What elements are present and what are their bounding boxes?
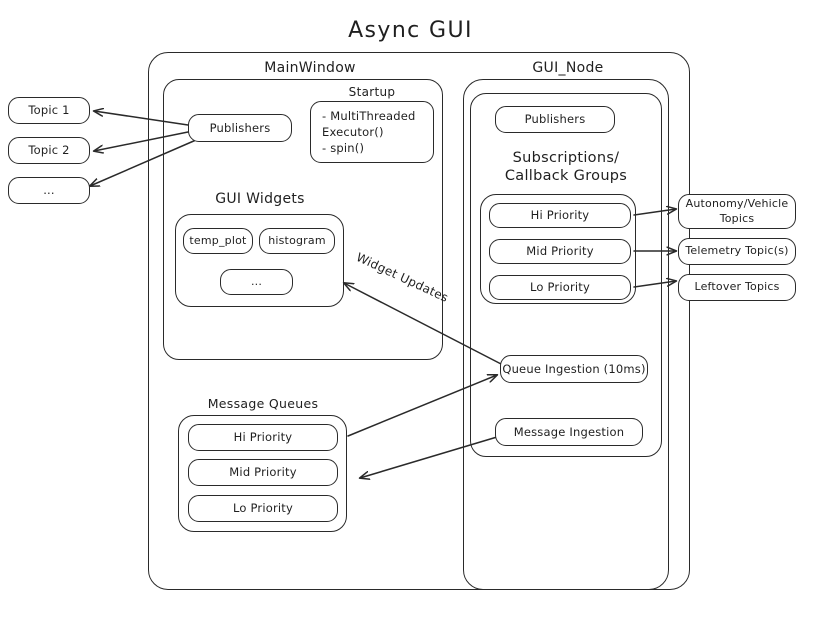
subscriptions-group <box>480 194 636 304</box>
queue-ingestion-label: Queue Ingestion (10ms) <box>502 361 646 376</box>
queue-ingestion-box[interactable]: Queue Ingestion (10ms) <box>500 355 648 383</box>
subscription-lo-priority-label: Lo Priority <box>529 280 591 295</box>
topic-box-more-label: ... <box>43 183 55 198</box>
topic-box-1[interactable]: Topic 1 <box>8 97 90 124</box>
message-queue-hi-priority-label: Hi Priority <box>233 430 293 445</box>
page-title: Async GUI <box>348 18 473 43</box>
sink-autonomy-vehicle-topics-label: Autonomy/Vehicle Topics <box>685 197 789 225</box>
main-window-publishers[interactable]: Publishers <box>188 114 292 142</box>
topic-box-more[interactable]: ... <box>8 177 90 204</box>
message-ingestion-label: Message Ingestion <box>513 424 625 439</box>
message-ingestion-box[interactable]: Message Ingestion <box>495 418 643 446</box>
startup-caption: Startup <box>348 85 396 99</box>
main-window-caption: MainWindow <box>264 60 356 76</box>
subscription-mid-priority-label: Mid Priority <box>526 244 594 259</box>
message-queues-caption: Message Queues <box>207 396 319 411</box>
gui-widgets-caption: GUI Widgets <box>215 191 305 207</box>
widget-histogram-label: histogram <box>268 233 326 247</box>
message-queue-lo-priority[interactable]: Lo Priority <box>188 495 338 522</box>
gui-node-publishers-label: Publishers <box>524 112 586 127</box>
subscription-mid-priority[interactable]: Mid Priority <box>489 239 631 264</box>
subscription-hi-priority[interactable]: Hi Priority <box>489 203 631 228</box>
message-queue-mid-priority-label: Mid Priority <box>229 465 297 480</box>
subscription-hi-priority-label: Hi Priority <box>530 208 590 223</box>
widget-more[interactable]: ... <box>220 269 293 295</box>
gui-node-group <box>470 93 662 457</box>
message-queue-hi-priority[interactable]: Hi Priority <box>188 424 338 451</box>
widget-more-label: ... <box>250 274 263 288</box>
main-window-group <box>163 79 443 360</box>
startup-box: - MultiThreaded Executor() - spin() <box>310 101 434 163</box>
gui-node-caption: GUI_Node <box>532 60 604 76</box>
gui-node-publishers[interactable]: Publishers <box>495 106 615 133</box>
message-queues-group <box>178 415 347 532</box>
widget-temp-plot[interactable]: temp_plot <box>183 228 253 254</box>
widget-temp-plot-label: temp_plot <box>189 233 247 247</box>
app-container <box>148 52 690 590</box>
message-queue-lo-priority-label: Lo Priority <box>232 501 294 516</box>
topic-box-1-label: Topic 1 <box>28 103 70 118</box>
sink-telemetry-topics-label: Telemetry Topic(s) <box>685 244 789 258</box>
subscriptions-caption: Subscriptions/ Callback Groups <box>504 150 628 185</box>
message-queue-mid-priority[interactable]: Mid Priority <box>188 459 338 486</box>
subscription-lo-priority[interactable]: Lo Priority <box>489 275 631 300</box>
sink-leftover-topics-label: Leftover Topics <box>694 280 780 294</box>
topic-box-2-label: Topic 2 <box>28 143 70 158</box>
widget-histogram[interactable]: histogram <box>259 228 335 254</box>
topic-box-2[interactable]: Topic 2 <box>8 137 90 164</box>
sink-telemetry-topics[interactable]: Telemetry Topic(s) <box>678 238 796 265</box>
gui-widgets-group <box>175 214 344 307</box>
startup-lines: - MultiThreaded Executor() - spin() <box>322 108 416 156</box>
sink-leftover-topics[interactable]: Leftover Topics <box>678 274 796 301</box>
main-window-publishers-label: Publishers <box>209 120 271 135</box>
sink-autonomy-vehicle-topics[interactable]: Autonomy/Vehicle Topics <box>678 194 796 229</box>
